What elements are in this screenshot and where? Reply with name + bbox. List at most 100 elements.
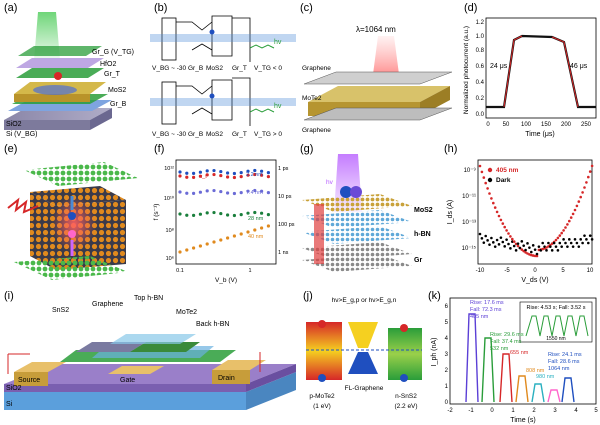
h-marker-dark [569,241,573,245]
h-marker-dark [528,246,531,249]
layer-label-mos2: MoS2 [108,87,126,94]
h-marker-dark [531,244,535,247]
h-marker-dark [571,245,575,248]
d-xtick-2: 100 [521,122,532,128]
f-series-label-22: 2.2 nm [246,172,263,178]
f-rtick-3: 1 ns [278,250,289,256]
h-legend-405: 405 nm [496,167,519,174]
f-marker [239,213,243,217]
h-marker-405 [581,191,584,194]
panel-e-cube-schematic [7,162,138,280]
h-marker-dark [524,248,527,252]
h-marker-dark [590,238,594,241]
d-xtick-4: 200 [561,122,572,128]
h-marker-dark [550,249,554,252]
f-marker [178,174,182,178]
i-drain: Drain [218,375,235,382]
d-ylabel: Normalized photocurrent (a.u.) [463,26,470,114]
h-marker-405 [560,231,563,235]
b-top-mos2: MoS2 [206,65,223,72]
panel-j-band-alignment: hν>E_g,p or hν>E_g,n p-MoTe2 (1 eV) FL-G… [306,297,422,410]
hv-label-top: hv [274,39,282,46]
f-marker [192,213,196,217]
k-pulse [499,353,513,403]
d-xtick-3: 150 [541,122,552,128]
h-marker-dark [490,236,493,240]
h-marker-dark [541,241,544,245]
h-marker-405 [488,192,491,195]
f-marker [266,171,270,175]
k-ann1-wl: 405 nm [470,314,489,320]
panel-i-device-3d: SnS2 Graphene Top h-BN MoTe2 Back h-BN S… [4,295,296,410]
j-p-mote2: p-MoTe2 [309,393,335,400]
f-marker [226,213,230,217]
i-sio2: SiO2 [6,385,22,392]
g-hv: hv [326,179,334,186]
h-marker-dark [530,250,533,254]
f-marker [226,191,230,195]
k-peak-980: 980 nm [536,374,555,380]
j-n-sns2: n-SnS2 [395,393,417,400]
h-marker-405 [573,208,577,212]
h-marker-405 [516,244,520,248]
panel-f-rate-plot: 10¹² 10¹⁰ 10⁸ 10⁶ 1 ps 10 ps 100 ps 1 ns… [153,159,295,284]
h-marker-dark [581,241,584,245]
h-marker-dark [492,241,495,244]
panel-a-device-schematic: Gr_G (V_TG) HfO2 Gr_T MoS2 Gr_B SiO2 Si … [4,12,134,138]
f-marker [246,169,250,173]
h-marker-dark [486,239,489,242]
panel-b-band-diagram: hv hv V_BG ~ -30 Gr_B MoS2 Gr_T V_TG < 0… [150,15,296,138]
h-marker-405 [533,254,537,258]
f-marker [232,171,236,176]
f-marker [205,189,209,193]
h-marker-dark [501,240,505,244]
f-marker [198,212,202,216]
h-marker-405 [482,176,486,179]
h-marker-405 [495,210,499,214]
h-marker-dark [518,246,522,250]
c-mote2: MoTe2 [302,95,322,102]
f-marker [178,250,182,254]
h-marker-dark [539,249,543,252]
f-marker [219,173,223,178]
h-marker-405 [499,218,503,222]
h-marker-dark [478,232,482,236]
h-marker-405 [545,246,548,249]
h-xtick-1: -5 [504,268,510,274]
j-fl-graphene: FL-Graphene [345,385,384,392]
h-marker-dark [499,236,503,239]
b-bot-vbg: V_BG ~ -30 [152,131,187,138]
d-rise: 24 μs [490,63,508,70]
f-marker [260,211,264,215]
k-ann1-rise: Rise: 17.6 ms [470,300,504,306]
h-marker-405 [556,236,560,240]
f-marker [192,246,196,250]
f-marker [219,238,223,242]
f-marker [232,191,236,196]
h-marker-dark [516,242,520,245]
j-gap-1: (1 eV) [313,403,331,410]
h-ytick-1: 10⁻¹¹ [462,194,476,200]
h-marker-405 [509,235,512,238]
panel-d-photocurrent-plot: 24 μs 46 μs 0 50 100 150 200 250 0.0 0.2… [463,17,597,138]
h-marker-dark [526,242,529,245]
h-marker-405 [585,181,588,184]
h-xtick-3: 5 [561,268,565,274]
i-si: Si [6,401,13,408]
h-marker-dark [497,243,501,246]
layer-label-sio2: SiO2 [6,121,22,128]
h-marker-dark [564,241,567,245]
h-marker-405 [569,216,573,219]
f-marker [205,169,209,173]
h-marker-405 [535,254,539,258]
panel-label-g: (g) [300,143,314,155]
f-marker [198,244,202,248]
h-marker-dark [484,234,487,238]
k-inset-wl: 1550 nm [546,336,565,342]
f-marker [219,211,223,216]
k-ann3-fall: Fall: 28.6 ms [548,359,580,365]
d-ytick-2: 0.4 [476,80,485,86]
f-marker [246,189,250,193]
h-marker-405 [587,175,590,179]
g-mos2: MoS2 [414,207,433,214]
